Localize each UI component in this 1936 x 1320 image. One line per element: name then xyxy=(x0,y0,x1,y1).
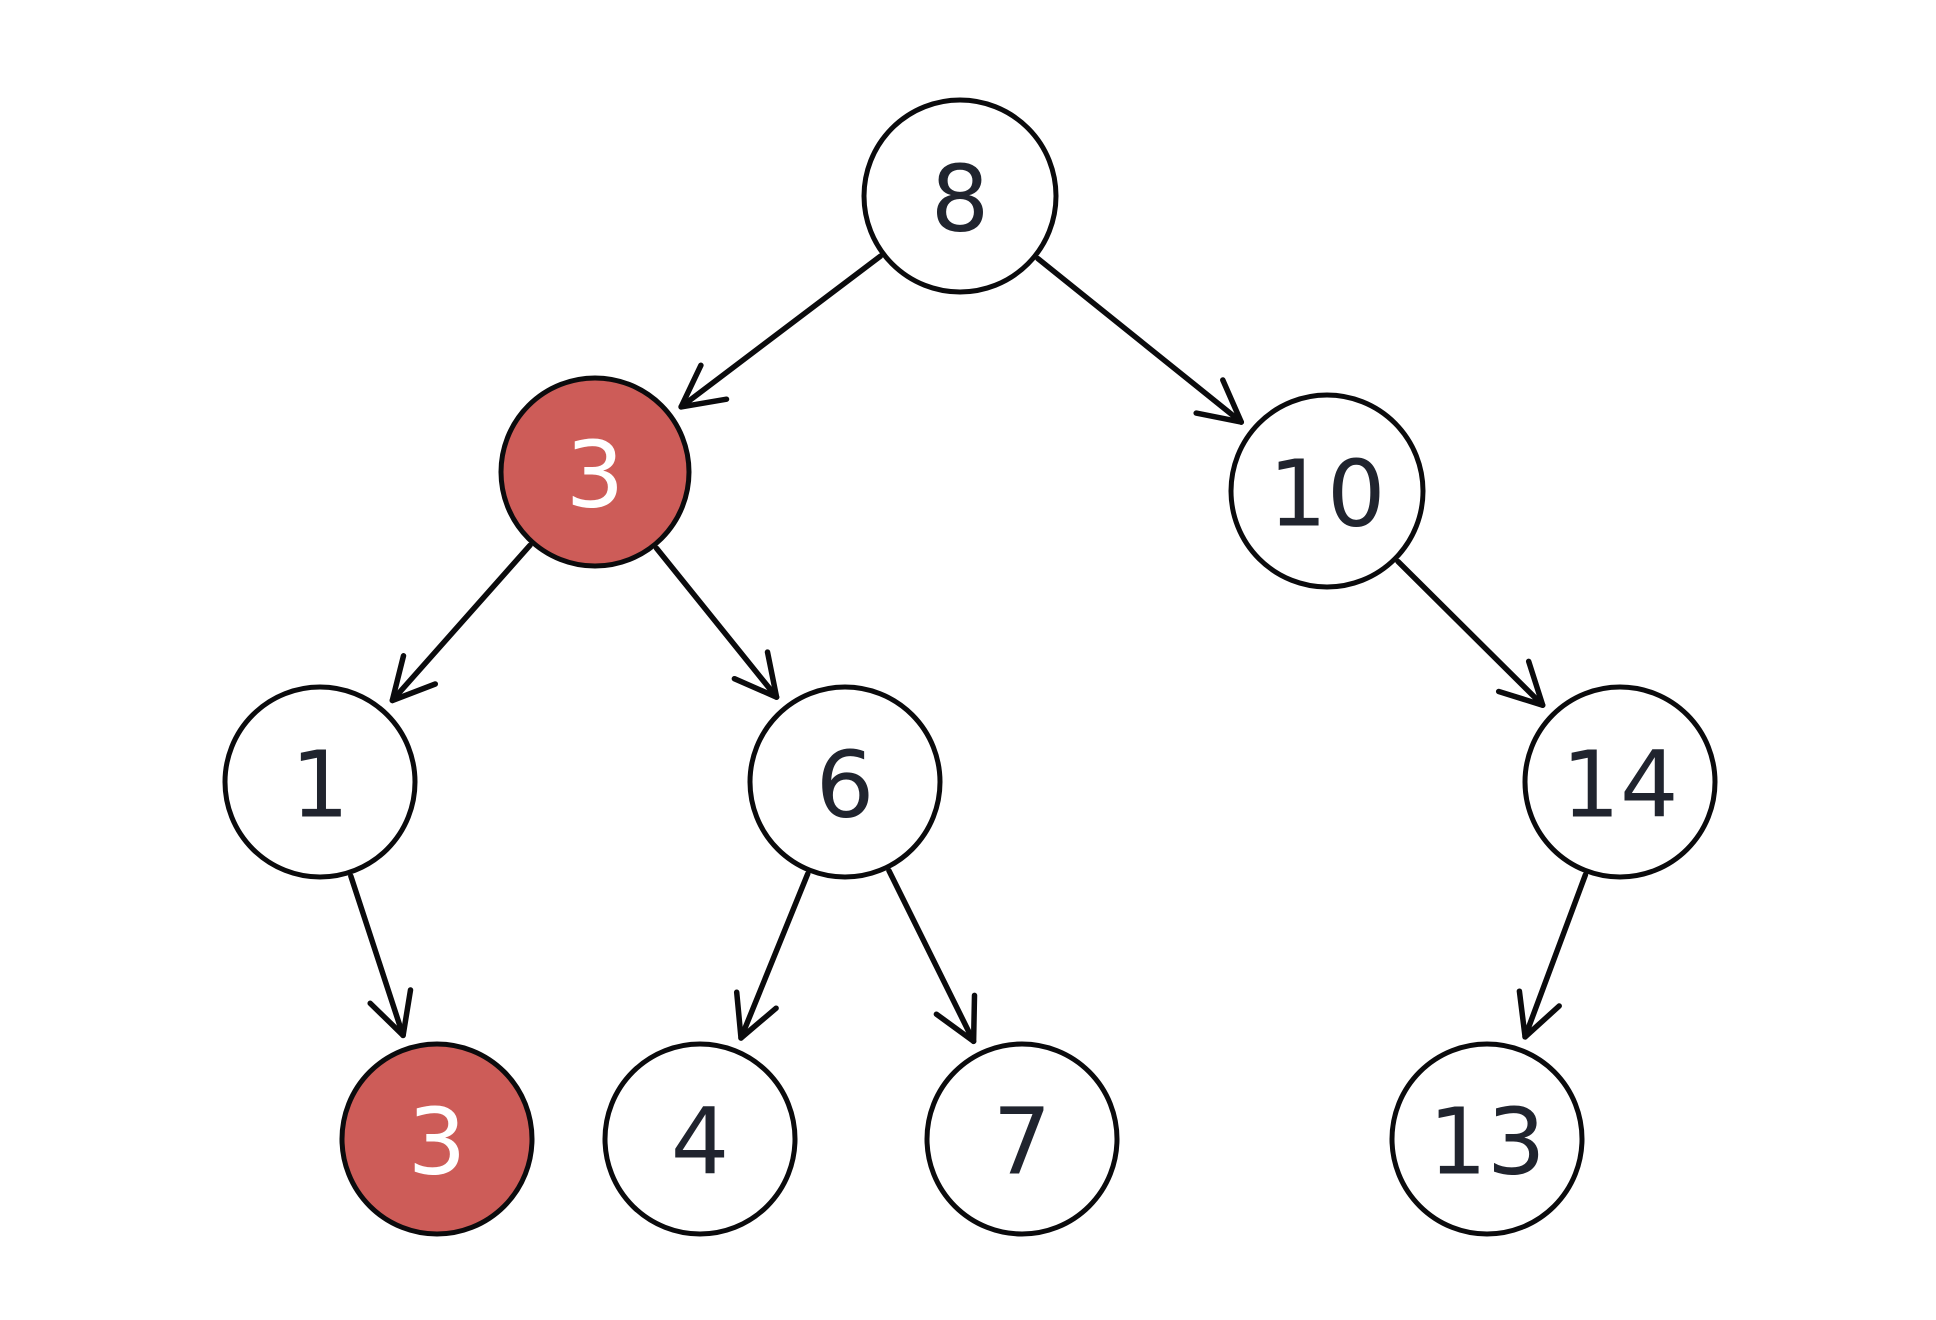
tree-node-8[interactable]: 8 xyxy=(861,97,1059,295)
tree-edge xyxy=(678,253,883,410)
node-label: 6 xyxy=(816,732,875,839)
node-label: 1 xyxy=(291,732,350,839)
tree-node-3-highlighted[interactable]: 3 xyxy=(339,1041,535,1237)
tree-edge xyxy=(886,867,978,1045)
edge-line xyxy=(1035,255,1245,425)
tree-node-6[interactable]: 6 xyxy=(747,684,943,880)
arrow-head-icon xyxy=(1516,988,1562,1040)
node-circle[interactable] xyxy=(924,1041,1120,1237)
node-circle[interactable] xyxy=(222,684,418,880)
arrow-head-icon xyxy=(731,649,780,700)
tree-node-13[interactable]: 13 xyxy=(1389,1041,1585,1237)
tree-edge xyxy=(348,873,414,1039)
edges-layer xyxy=(348,253,1589,1045)
tree-edge xyxy=(389,542,533,704)
node-circle[interactable] xyxy=(339,1041,535,1237)
edge-line xyxy=(389,542,533,704)
edge-line xyxy=(678,253,883,410)
node-circle[interactable] xyxy=(1522,684,1718,880)
edge-line xyxy=(886,867,977,1045)
node-label: 7 xyxy=(993,1089,1052,1196)
edge-line xyxy=(653,545,780,700)
node-label: 3 xyxy=(566,422,625,529)
tree-node-4[interactable]: 4 xyxy=(602,1041,798,1237)
node-label: 4 xyxy=(671,1089,730,1196)
arrow-head-icon xyxy=(733,989,779,1041)
node-label: 10 xyxy=(1268,441,1385,548)
arrow-head-icon xyxy=(367,987,414,1039)
tree-node-3-highlighted[interactable]: 3 xyxy=(498,375,692,569)
arrow-head-icon xyxy=(1495,658,1546,708)
node-label: 14 xyxy=(1561,732,1678,839)
tree-node-7[interactable]: 7 xyxy=(924,1041,1120,1237)
arrow-head-icon xyxy=(389,653,439,704)
node-circle[interactable] xyxy=(1228,392,1426,590)
tree-edge xyxy=(653,545,780,700)
tree-edge xyxy=(1035,255,1245,425)
tree-edge xyxy=(733,870,811,1041)
node-label: 8 xyxy=(931,146,990,253)
tree-edge xyxy=(1395,558,1546,708)
edge-line xyxy=(738,870,811,1041)
node-label: 3 xyxy=(408,1089,467,1196)
node-circle[interactable] xyxy=(602,1041,798,1237)
edge-line xyxy=(1395,558,1546,708)
edge-line xyxy=(1522,872,1589,1040)
tree-node-14[interactable]: 14 xyxy=(1522,684,1718,880)
tree-node-1[interactable]: 1 xyxy=(222,684,418,880)
arrow-head-icon xyxy=(678,362,730,410)
node-circle[interactable] xyxy=(498,375,692,569)
arrow-head-icon xyxy=(933,992,978,1045)
tree-node-10[interactable]: 10 xyxy=(1228,392,1426,590)
arrow-head-icon xyxy=(1193,377,1245,425)
node-label: 13 xyxy=(1428,1089,1545,1196)
node-circle[interactable] xyxy=(1389,1041,1585,1237)
node-circle[interactable] xyxy=(861,97,1059,295)
nodes-layer: 8 3 10 1 6 14 3 4 7 13 xyxy=(222,97,1718,1237)
tree-edge xyxy=(1516,872,1589,1040)
edge-line xyxy=(348,873,406,1039)
node-circle[interactable] xyxy=(747,684,943,880)
